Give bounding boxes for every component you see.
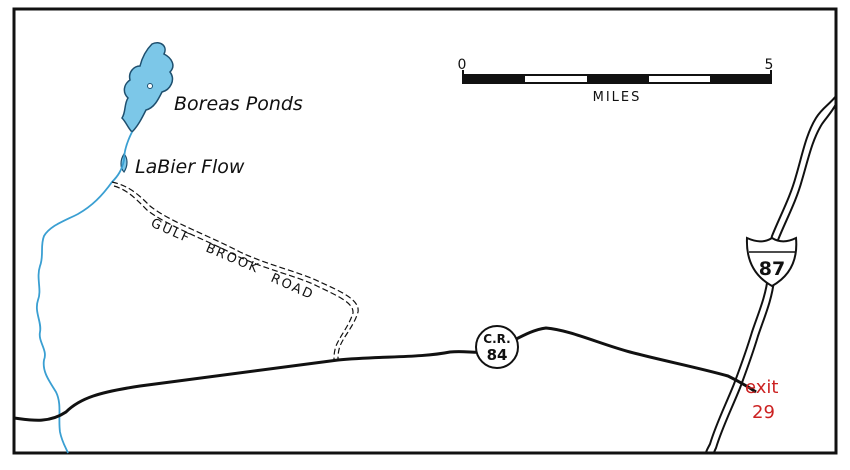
county-road-84	[13, 326, 757, 422]
scale-start-label: 0	[458, 57, 469, 73]
interstate-shield	[745, 236, 798, 288]
river	[36, 131, 133, 454]
interstate-shield-number: 87	[759, 258, 785, 280]
boreas-ponds-label: Boreas Ponds	[174, 93, 303, 115]
scale-end-label: 5	[765, 57, 776, 73]
labier-flow-label: LaBier Flow	[135, 156, 245, 178]
exit-number-label: 29	[752, 402, 775, 423]
county-road-shield	[475, 325, 519, 369]
county-road-shield-line2: 84	[487, 346, 508, 364]
scale-unit-label: MILES	[593, 90, 642, 105]
pond-island	[147, 83, 153, 89]
exit-word-label: exit	[745, 377, 778, 398]
county-road-shield-line1: C.R.	[483, 332, 510, 346]
scale-bar	[462, 70, 772, 84]
gulf-brook-road	[111, 181, 359, 361]
